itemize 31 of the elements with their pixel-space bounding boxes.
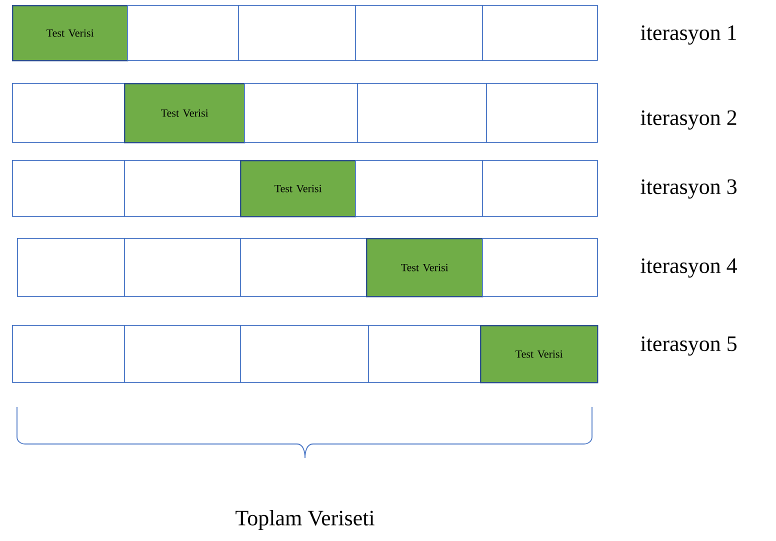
data-cell	[12, 83, 125, 143]
test-data-cell: Test Verisi	[366, 238, 484, 298]
data-cell	[12, 325, 125, 383]
data-cell	[240, 325, 369, 383]
data-cell	[355, 160, 483, 217]
data-cell	[368, 325, 481, 383]
data-cell	[17, 238, 125, 297]
test-data-cell: Test Verisi	[480, 325, 598, 384]
iteration-label: iterasyon 4	[640, 258, 738, 278]
iteration-label: iterasyon 5	[640, 336, 736, 356]
data-cell	[240, 238, 367, 297]
iteration-label: iterasyon 3	[640, 179, 736, 199]
data-cell	[486, 83, 598, 143]
data-cell	[244, 83, 358, 143]
data-cell	[12, 160, 125, 217]
data-cell	[127, 5, 239, 61]
data-cell	[355, 5, 483, 61]
total-label: Toplam Veriseti	[236, 510, 374, 530]
data-cell	[238, 5, 356, 61]
data-cell	[482, 160, 598, 217]
iteration-label: iterasyon 1	[640, 25, 736, 45]
data-cell	[124, 160, 241, 217]
test-data-cell: Test Verisi	[12, 5, 128, 62]
data-cell	[124, 325, 241, 383]
test-data-cell: Test Verisi	[124, 83, 246, 144]
iteration-label: iterasyon 2	[640, 110, 736, 130]
data-cell	[357, 83, 487, 143]
data-cell	[482, 238, 598, 297]
data-cell	[124, 238, 241, 297]
test-data-cell: Test Verisi	[240, 160, 356, 218]
data-cell	[482, 5, 598, 61]
